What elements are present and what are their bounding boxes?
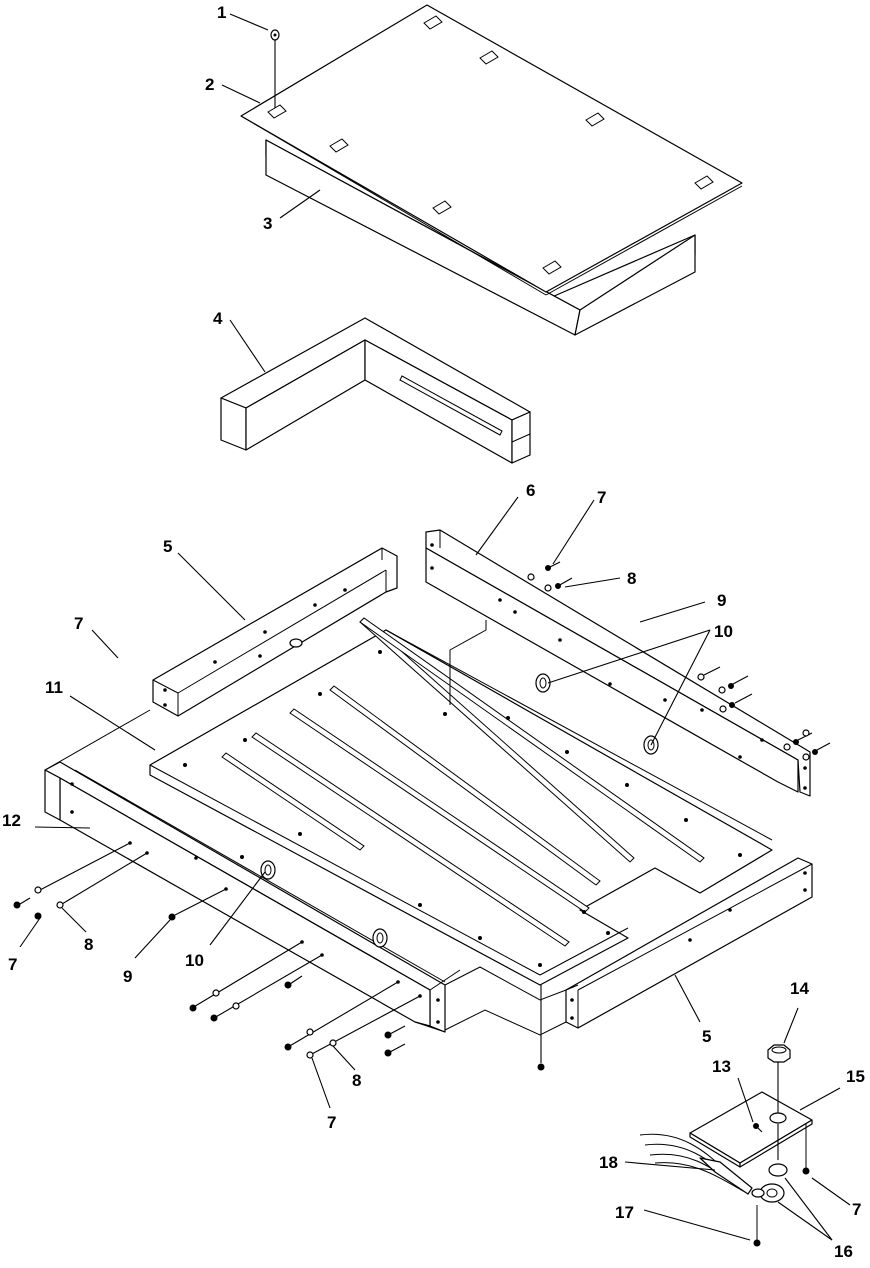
callout-6: 6 (526, 481, 535, 500)
callout-5: 5 (702, 1027, 711, 1046)
part-4-l-insulation (220, 317, 531, 464)
callout-leaders (19, 13, 851, 1241)
part-18-wires (639, 1133, 753, 1195)
callout-10: 10 (714, 622, 733, 641)
callout-1: 1 (217, 3, 226, 22)
callout-7: 7 (597, 488, 606, 507)
part-10-clamp-front-b (372, 928, 388, 948)
callout-9: 9 (123, 967, 132, 986)
part-12-front-channel (44, 761, 446, 1033)
callout-15: 15 (846, 1067, 865, 1086)
part-16-fittings (751, 1124, 788, 1203)
part-11-floor-pan (149, 617, 773, 986)
callout-5: 5 (163, 537, 172, 556)
callout-10: 10 (185, 951, 204, 970)
part-5-side-channel-left (152, 547, 398, 717)
callout-8: 8 (84, 935, 93, 954)
callout-7: 7 (74, 614, 83, 633)
part-15-mounting-plate (689, 1091, 813, 1168)
callout-3: 3 (263, 214, 272, 233)
part-13-screw (753, 1123, 763, 1133)
part-2-top-panel (240, 4, 743, 296)
part-10-clamp-front-a (260, 860, 276, 880)
callout-18: 18 (599, 1153, 618, 1172)
callout-16: 16 (834, 1242, 853, 1261)
part-17-screw (753, 1205, 761, 1247)
part-10-clamp-rear-a (535, 673, 551, 693)
part-1-screw (270, 29, 280, 108)
front-screws (13, 842, 545, 1071)
part-7-screw-plate (802, 1124, 810, 1175)
callout-7: 7 (852, 1200, 861, 1219)
callout-13: 13 (712, 1057, 731, 1076)
part-14-nut (767, 1044, 791, 1113)
callout-labels: 1 2 3 4 5 6 7 8 9 10 7 11 12 7 8 9 10 8 … (2, 3, 865, 1261)
callout-17: 17 (615, 1203, 634, 1222)
part-3-insulation-block (265, 139, 696, 336)
assembly-outline (44, 620, 567, 1036)
callout-4: 4 (213, 309, 223, 328)
callout-7: 7 (327, 1113, 336, 1132)
callout-9: 9 (717, 591, 726, 610)
callout-7: 7 (8, 955, 17, 974)
callout-2: 2 (205, 75, 214, 94)
callout-12: 12 (2, 811, 21, 830)
callout-11: 11 (45, 678, 63, 697)
rear-screws (527, 561, 831, 761)
part-6-rear-channel (425, 529, 811, 797)
callout-14: 14 (790, 979, 809, 998)
callout-8: 8 (627, 569, 636, 588)
callout-8: 8 (352, 1071, 361, 1090)
